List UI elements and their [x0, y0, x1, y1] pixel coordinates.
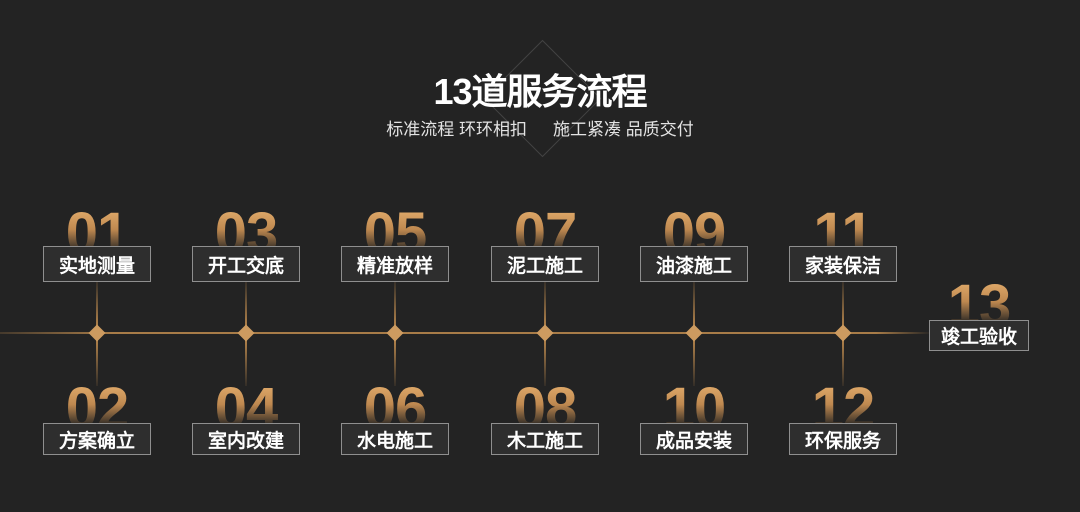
node-diamond-icon: [237, 324, 255, 342]
step-label-box: 木工施工: [491, 423, 599, 455]
step-label: 竣工验收: [940, 327, 1017, 348]
step-label: 室内改建: [207, 430, 284, 452]
step-label: 成品安装: [655, 430, 732, 452]
page-subtitle: 标准流程 环环相扣 施工紧凑 品质交付: [0, 115, 1080, 140]
step-label-box: 实地测量: [43, 246, 151, 282]
page-title: 13道服务流程: [433, 71, 647, 112]
node-diamond-icon: [386, 324, 404, 342]
step-label: 开工交底: [207, 255, 284, 277]
node-diamond-icon: [685, 324, 703, 342]
step-label-box: 方案确立: [43, 423, 151, 455]
timeline-line: [0, 332, 932, 334]
step-label-box: 油漆施工: [640, 246, 748, 282]
step-label-box: 竣工验收: [929, 320, 1029, 351]
step-label-box: 开工交底: [192, 246, 300, 282]
node-diamond-icon: [834, 324, 852, 342]
step-label: 油漆施工: [655, 255, 732, 277]
subtitle-left: 标准流程 环环相扣: [386, 120, 527, 139]
subtitle-right: 施工紧凑 品质交付: [553, 120, 694, 139]
step-label: 实地测量: [58, 255, 135, 277]
step-label: 精准放样: [356, 255, 433, 277]
step-label-box: 精准放样: [341, 246, 449, 282]
node-diamond-icon: [88, 324, 106, 342]
step-label-box: 泥工施工: [491, 246, 599, 282]
step-label: 水电施工: [356, 430, 433, 452]
step-label-box: 成品安装: [640, 423, 748, 455]
step-label: 方案确立: [58, 430, 135, 452]
step-label: 家装保洁: [804, 255, 881, 277]
step-label: 木工施工: [506, 430, 583, 452]
step-label-box: 室内改建: [192, 423, 300, 455]
step-label-box: 家装保洁: [789, 246, 897, 282]
step-label: 环保服务: [804, 430, 881, 452]
node-diamond-icon: [536, 324, 554, 342]
step-label-box: 环保服务: [789, 423, 897, 455]
step-label: 泥工施工: [506, 255, 583, 277]
step-label-box: 水电施工: [341, 423, 449, 455]
